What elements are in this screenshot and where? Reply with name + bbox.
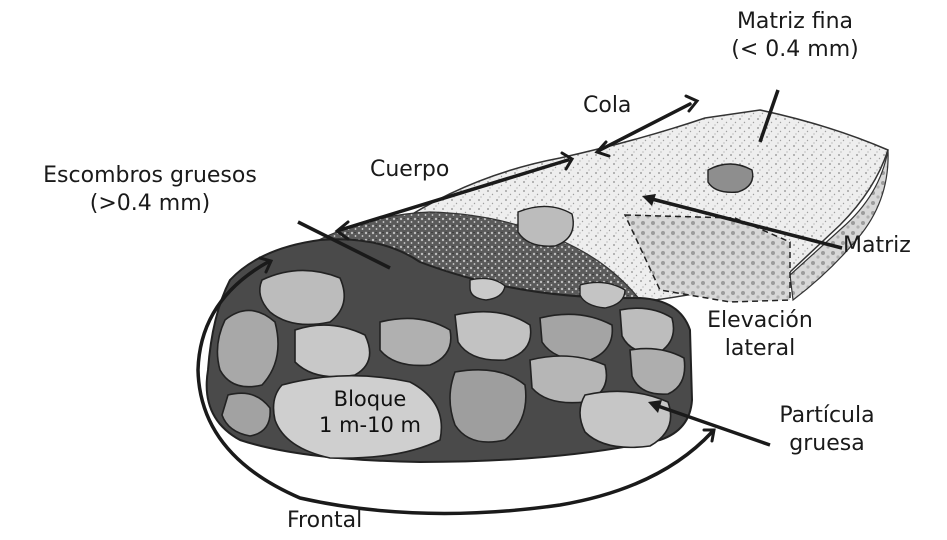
- escombros-label: Escombros gruesos (>0.4 mm): [5, 162, 295, 217]
- bloque-text: Bloque: [295, 386, 445, 412]
- matriz-fina-label: Matriz fina (< 0.4 mm): [700, 8, 890, 63]
- particula-text-2: gruesa: [752, 430, 902, 458]
- elevacion-text-1: Elevación: [680, 307, 840, 335]
- particula-text-1: Partícula: [752, 402, 902, 430]
- elevacion-text-2: lateral: [680, 335, 840, 363]
- matriz-label: Matriz: [843, 232, 911, 260]
- escombros-size-text: (>0.4 mm): [5, 190, 295, 218]
- escombros-text: Escombros gruesos: [5, 162, 295, 190]
- frontal-label: Frontal: [287, 507, 362, 535]
- matriz-fina-size-text: (< 0.4 mm): [700, 36, 890, 64]
- cuerpo-label: Cuerpo: [370, 156, 449, 184]
- particula-label: Partícula gruesa: [752, 402, 902, 457]
- matriz-fina-text: Matriz fina: [700, 8, 890, 36]
- bloque-size-text: 1 m-10 m: [295, 412, 445, 438]
- elevacion-label: Elevación lateral: [680, 307, 840, 362]
- cola-label: Cola: [583, 92, 631, 120]
- bloque-label: Bloque 1 m-10 m: [295, 386, 445, 439]
